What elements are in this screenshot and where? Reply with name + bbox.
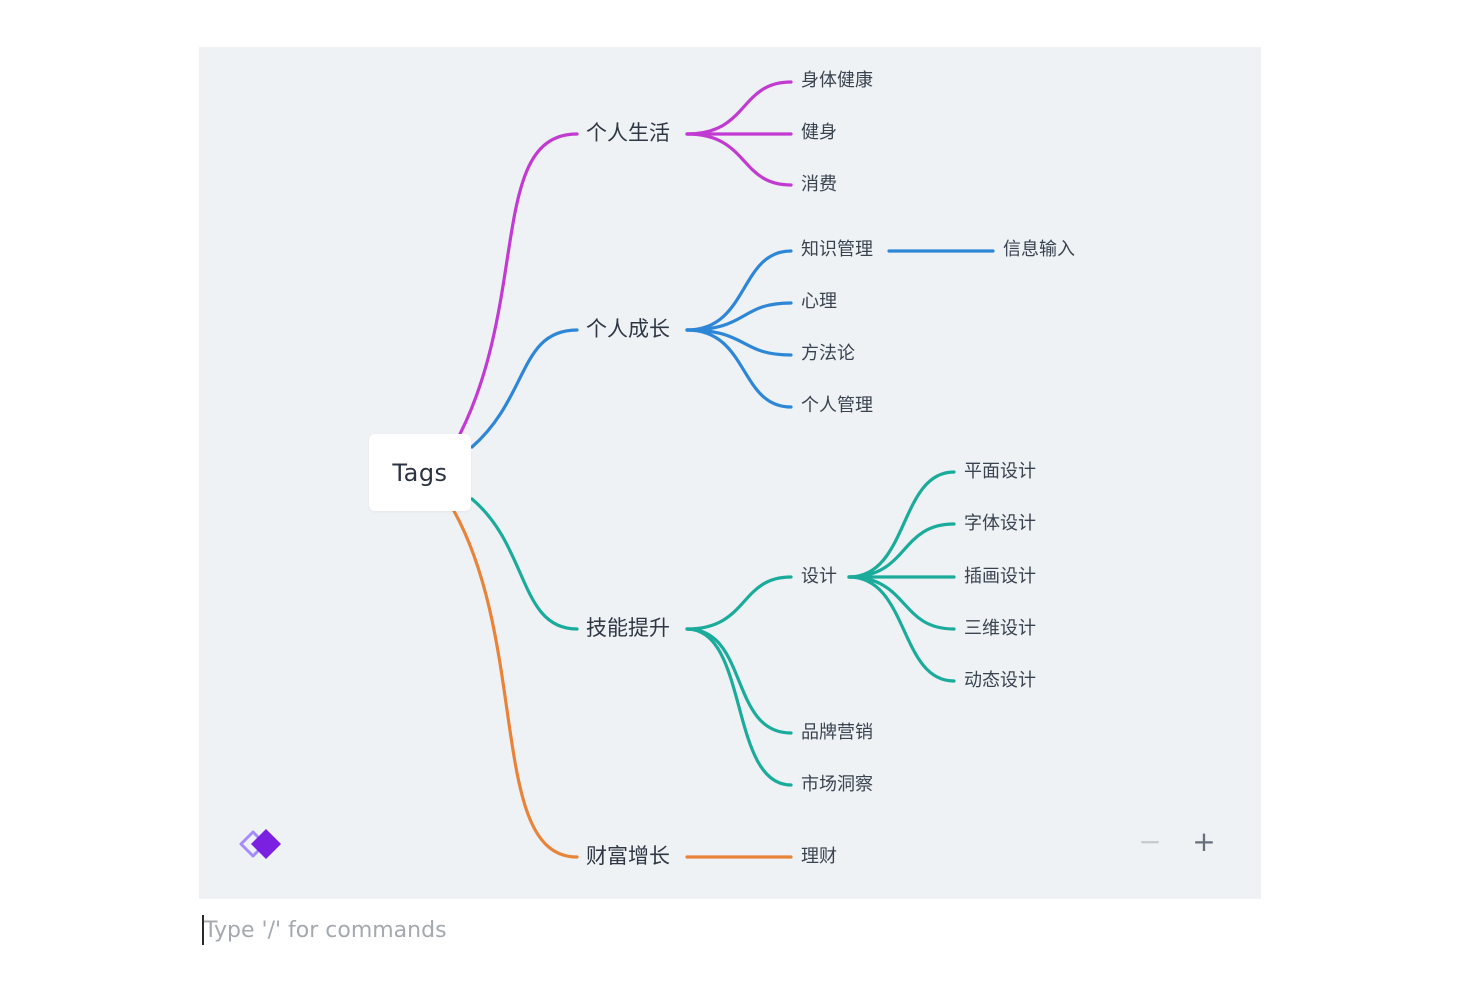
- edge-skills-1-5: [847, 575, 956, 683]
- node-growth-4[interactable]: 个人管理: [801, 395, 873, 416]
- node-life-1[interactable]: 身体健康: [801, 70, 873, 91]
- editor-input[interactable]: Type '/' for commands: [202, 914, 902, 946]
- node-growth-1[interactable]: 知识管理: [801, 239, 873, 260]
- node-skills-3[interactable]: 市场洞察: [801, 774, 873, 795]
- mindmap-canvas[interactable]: Tags 个人生活 个人成长 技能提升 财富增长 身体健康 健身 消费 知识管理…: [199, 47, 1261, 899]
- plus-icon: +: [1192, 825, 1216, 858]
- node-wealth-1[interactable]: 理财: [801, 846, 837, 867]
- node-life[interactable]: 个人生活: [586, 121, 670, 145]
- root-node[interactable]: Tags: [369, 434, 471, 511]
- edge-skills-2: [685, 627, 793, 735]
- edge-growth-3: [685, 328, 793, 357]
- diamond-logo-icon: [239, 829, 281, 859]
- node-growth[interactable]: 个人成长: [586, 317, 670, 341]
- node-wealth[interactable]: 财富增长: [586, 844, 670, 868]
- edge-growth-4: [685, 328, 793, 409]
- node-growth-1-1[interactable]: 信息输入: [1003, 239, 1075, 260]
- edge-skills-1: [685, 575, 793, 631]
- node-life-3[interactable]: 消费: [801, 174, 837, 195]
- edge-growth-2: [685, 301, 793, 332]
- edge-root-wealth: [452, 509, 579, 859]
- zoom-in-button[interactable]: +: [1189, 827, 1219, 857]
- node-skills-1[interactable]: 设计: [801, 566, 837, 587]
- editor-placeholder: Type '/' for commands: [204, 917, 447, 943]
- minus-icon: −: [1138, 825, 1162, 858]
- node-skills-1-3[interactable]: 插画设计: [964, 566, 1036, 587]
- edge-life-3: [685, 132, 793, 187]
- text-caret: [202, 915, 204, 945]
- edge-skills-1-2: [847, 522, 956, 579]
- edge-growth-1: [685, 249, 793, 332]
- edge-skills-1-1: [847, 470, 956, 579]
- node-skills-1-4[interactable]: 三维设计: [964, 618, 1036, 639]
- edge-life-1: [685, 80, 793, 136]
- node-skills-2[interactable]: 品牌营销: [801, 722, 873, 743]
- edge-root-life: [458, 132, 579, 436]
- node-skills-1-1[interactable]: 平面设计: [964, 461, 1036, 482]
- mindmap-connectors: [452, 80, 995, 859]
- node-skills-1-2[interactable]: 字体设计: [964, 513, 1036, 534]
- node-life-2[interactable]: 健身: [801, 122, 837, 143]
- edge-root-skills: [470, 497, 579, 631]
- node-skills[interactable]: 技能提升: [586, 616, 670, 640]
- node-skills-1-5[interactable]: 动态设计: [964, 670, 1036, 691]
- edge-root-growth: [470, 328, 579, 449]
- zoom-out-button[interactable]: −: [1135, 827, 1165, 857]
- edge-skills-3: [685, 627, 793, 787]
- edge-skills-1-4: [847, 575, 956, 631]
- node-growth-3[interactable]: 方法论: [801, 343, 855, 364]
- node-growth-2[interactable]: 心理: [801, 291, 837, 312]
